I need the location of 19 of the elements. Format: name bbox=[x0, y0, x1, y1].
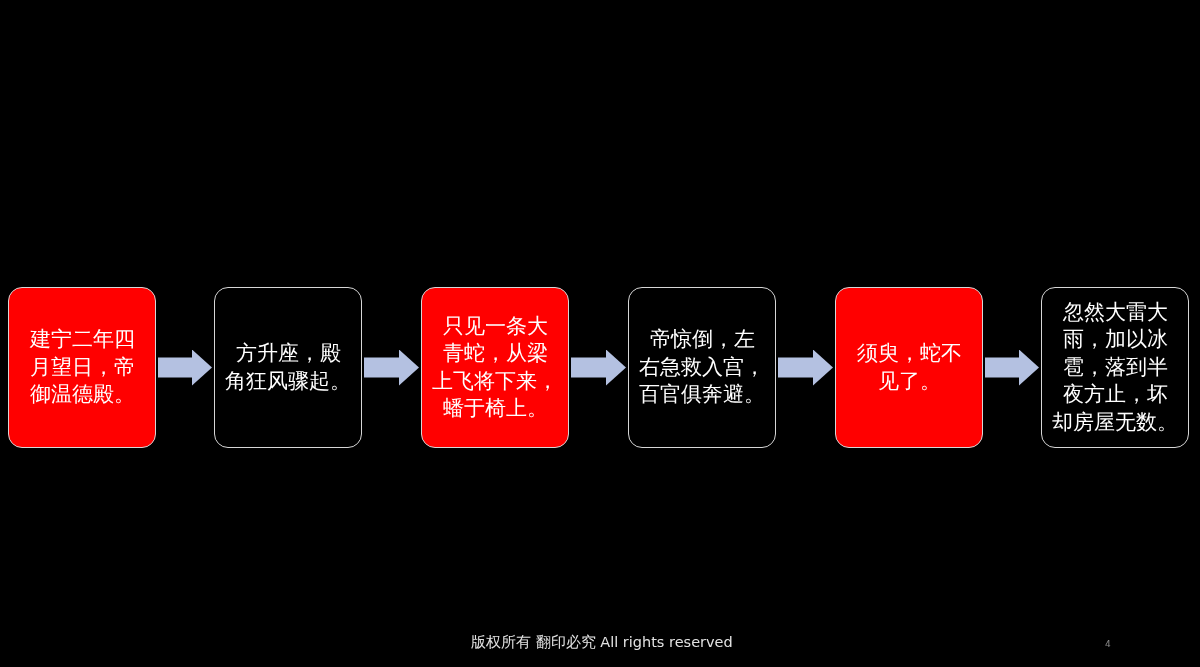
page-number: 4 bbox=[1105, 639, 1111, 649]
step-text: 方升座，殿角狂风骤起。 bbox=[225, 340, 351, 395]
process-box bbox=[835, 287, 983, 448]
process-box bbox=[8, 287, 156, 448]
arrow bbox=[571, 349, 626, 386]
process-box bbox=[214, 287, 362, 448]
arrow bbox=[985, 349, 1039, 386]
process-box bbox=[628, 287, 776, 448]
footer-text: 版权所有 翻印必究 All rights reserved bbox=[471, 633, 733, 652]
step-text: 建宁二年四月望日，帝御温德殿。 bbox=[29, 326, 135, 409]
process-box bbox=[421, 287, 569, 448]
step-text: 须臾，蛇不见了。 bbox=[856, 340, 962, 395]
process-box bbox=[1041, 287, 1189, 448]
step-text: 帝惊倒，左右急救入宫，百官俱奔避。 bbox=[639, 326, 765, 409]
step-text: 忽然大雷大雨，加以冰雹，落到半夜方止，坏却房屋无数。 bbox=[1052, 298, 1178, 436]
step-text: 只见一条大青蛇，从梁上飞将下来，蟠于椅上。 bbox=[432, 312, 558, 422]
arrow bbox=[364, 349, 419, 386]
arrow bbox=[778, 349, 833, 386]
arrow bbox=[158, 349, 212, 386]
